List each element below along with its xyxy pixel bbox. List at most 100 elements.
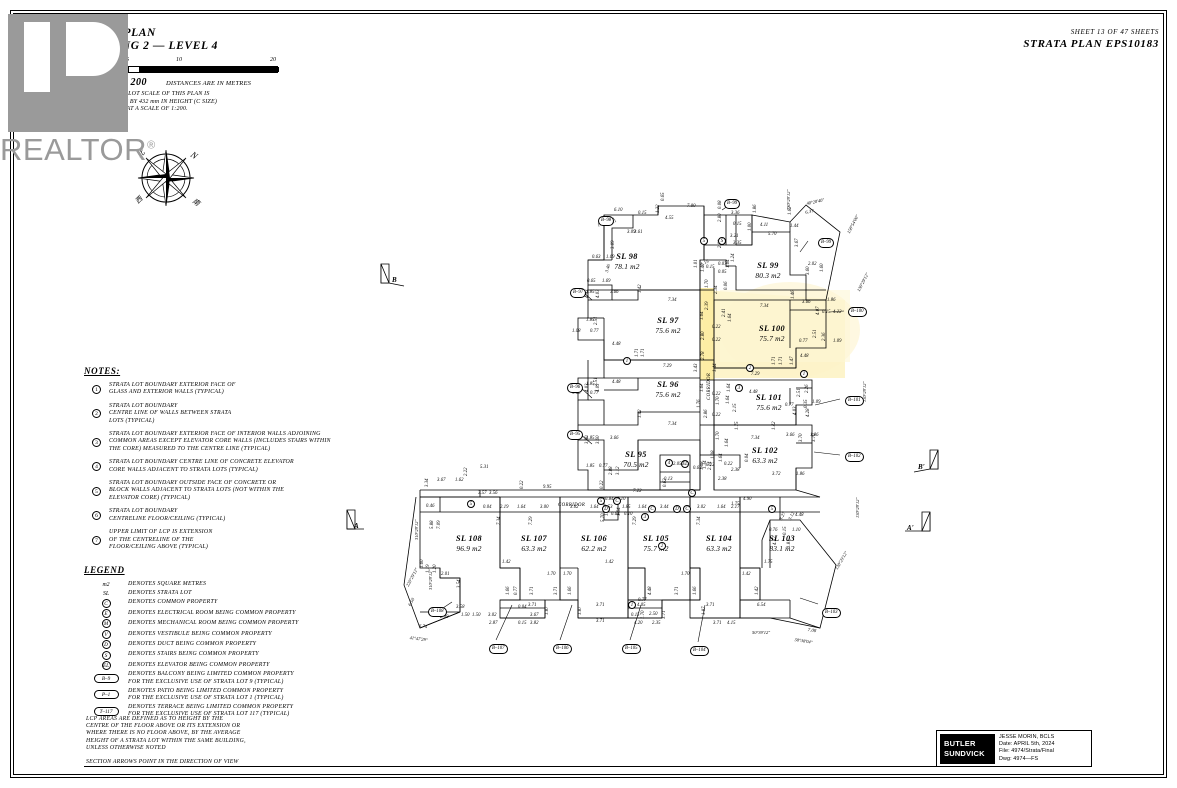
legend-text: DENOTES BALCONY BEING LIMITED COMMON PRO… (128, 671, 294, 685)
dimension-text: 1.70 (716, 396, 721, 405)
bearing-text: 310°29'12" (414, 519, 419, 540)
dimension-text: 3.71 (596, 619, 605, 624)
legend-text: DENOTES ELEVATOR BEING COMMON PROPERTY (128, 661, 270, 668)
plan-note-marker: 5 (597, 497, 605, 505)
section-arrow-note: SECTION ARROWS POINT IN THE DIRECTION OF… (86, 759, 239, 766)
dimension-text: 0.22 (724, 462, 733, 467)
dimension-text: 3.21 (730, 234, 739, 239)
plot-note-line2: 560 mm IN WIDTH BY 432 mm IN HEIGHT (C S… (78, 98, 218, 105)
dimension-text: 1.87 (545, 606, 550, 615)
corridor-label: CORRIDOR (707, 372, 712, 400)
dimension-text: 1.64 (727, 383, 732, 392)
dimension-text: 4.48 (612, 342, 621, 347)
legend-symbol: C (84, 598, 128, 608)
legend-text: DENOTES DUCT BEING COMMON PROPERTY (128, 640, 257, 647)
dimension-text: 0.15 (518, 621, 527, 626)
plan-note-marker: 3 (641, 513, 649, 521)
dimension-text: 3.43 (694, 363, 699, 372)
lcp-balcony-tag: B–106 (553, 644, 572, 654)
dimension-text: 2.87 (489, 621, 498, 626)
dimension-text: 0.04 (518, 605, 527, 610)
dimension-text: 2.50 (649, 612, 658, 617)
dimension-text: 3.67 (530, 613, 539, 618)
dimension-text: 2.38 (731, 468, 740, 473)
butler-sundvick-logo: BUTLER SUNDVICK (940, 734, 995, 764)
dimension-text: 2.80 (701, 331, 706, 340)
dimension-text: 1.64 (719, 453, 724, 462)
dimension-text: 1.85 (586, 464, 595, 469)
plan-note-marker: D (673, 505, 681, 513)
dimension-text: 7.34 (760, 304, 769, 309)
dimension-text: 0.77 (514, 586, 519, 595)
scale-tick-0: 0 (78, 57, 81, 63)
dimension-text: 0.65 (661, 192, 666, 201)
lcp-balcony-tag: B–99 (818, 238, 835, 248)
dimension-text: 7.29 (751, 372, 760, 377)
dimension-text: 3.61 (634, 230, 643, 235)
legend-text: DENOTES COMMON PROPERTY (128, 599, 218, 606)
dimension-text: 1.75 (764, 560, 773, 565)
dimension-text: 0.22 (706, 463, 715, 468)
dimension-text: 2.36 (822, 332, 827, 341)
dimension-text: 0.10 (624, 512, 633, 517)
dimension-text: 0.22 (712, 338, 721, 343)
dimension-text: 3.71 (530, 586, 535, 595)
section-arrow-label: A' (907, 524, 914, 532)
legend-text: DENOTES SQUARE METRES (128, 581, 207, 587)
dimension-text: 5.88 (430, 520, 435, 529)
lcp-balcony-tag: B–105 (622, 644, 641, 654)
note-text: STRATA LOT BOUNDARY CENTRE LINE OF CONCR… (109, 459, 294, 473)
dimension-text: 2.35 (652, 621, 661, 626)
dimension-text: 3.60 (806, 266, 811, 275)
dimension-text: 6.54 (757, 603, 766, 608)
dimension-text: 3.36 (731, 211, 740, 216)
scale-tick-10: 10 (176, 57, 182, 63)
dimension-text: 2.86 (704, 409, 709, 418)
lcp-note-line: CENTRE OF THE FLOOR ABOVE OR ITS EXTENSI… (86, 723, 241, 730)
dimension-text: 1.76 (697, 399, 702, 408)
lcp-balcony-tag: B–102 (845, 452, 864, 462)
plan-note-marker: C (688, 489, 696, 497)
dimension-text: 3.57 (478, 491, 487, 496)
dimension-text: 1.60 (420, 559, 425, 568)
dimension-text: 1.86 (810, 433, 819, 438)
dimension-text: 3.66 (786, 433, 795, 438)
dimension-text: 4.22 (833, 310, 842, 315)
dimension-text: 3.54 (457, 579, 462, 588)
scale-bar-ticks: 0 5 10 20 (78, 57, 278, 66)
plan-note-marker: 5 (467, 500, 475, 508)
scale-value: SCALE 1 : 200 (78, 77, 148, 88)
lcp-balcony-tag: B–95 (567, 430, 584, 440)
dimension-text: 0.15 (733, 222, 742, 227)
dimension-text: 4.02 (773, 536, 778, 545)
surveyor-file: File: 4974/Strata/Final (999, 748, 1055, 755)
dimension-text: 7.29 (529, 516, 534, 525)
legend-symbol: V (84, 629, 128, 639)
dimension-text: 3.02 (697, 505, 706, 510)
dimension-text: 1.69 (602, 279, 611, 284)
dimension-text: 0.62 (663, 478, 668, 487)
plan-note-marker: 5 (768, 505, 776, 513)
dimension-text: 2.14 (708, 461, 713, 470)
dimension-text: 1.69 (606, 255, 615, 260)
scale-bar-group: 0 5 10 20 (78, 57, 279, 73)
lcp-note-line: LCP AREAS ARE DEFINED AS TO HEIGHT BY TH… (86, 716, 224, 722)
dimension-text: 0.04 (483, 505, 492, 510)
dimension-text: 7.34 (697, 516, 702, 525)
legend-text: DENOTES STAIRS BEING COMMON PROPERTY (128, 651, 259, 658)
dimension-text: 0.15 (783, 526, 788, 535)
dimension-text: 1.64 (590, 505, 599, 510)
svg-text:北: 北 (136, 148, 147, 159)
note-text: STRATA LOT BOUNDARY OUTSIDE FACE OF CONC… (109, 480, 285, 501)
